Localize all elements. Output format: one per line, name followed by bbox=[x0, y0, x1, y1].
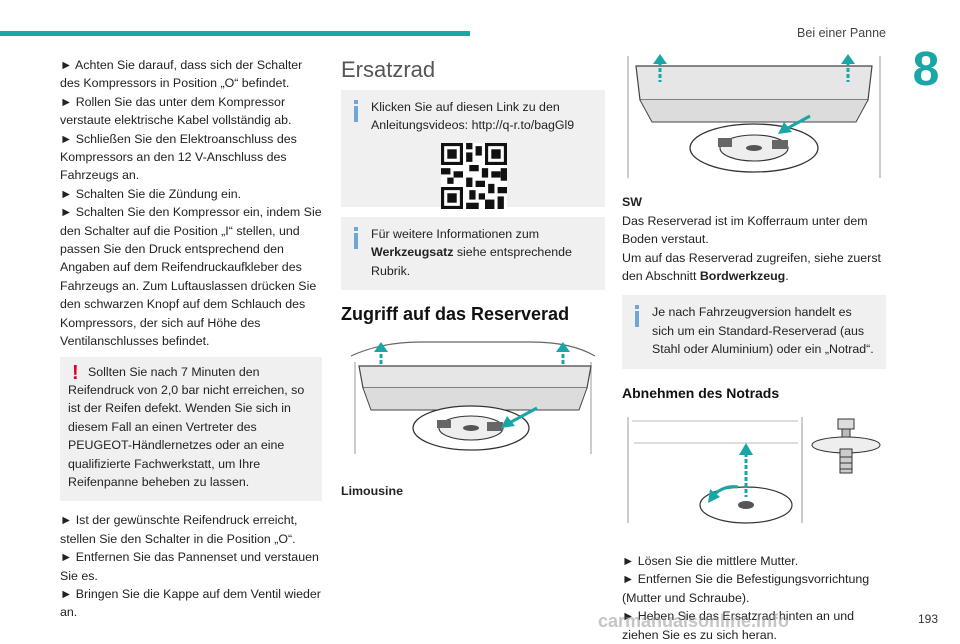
watermark: carmanualsonline.info bbox=[598, 611, 790, 631]
page-number: 193 bbox=[917, 612, 939, 626]
step-item: ► Schalten Sie den Kompressor ein, indem… bbox=[60, 205, 322, 349]
caption-limousine: Limousine bbox=[341, 483, 403, 498]
section-title: Bei einer Panne bbox=[797, 26, 886, 40]
step-item: ► Bringen Sie die Kappe auf dem Ventil w… bbox=[60, 586, 321, 620]
heading-access-spare: Zugriff auf das Reserverad bbox=[341, 304, 570, 325]
step-item: ► Heben Sie das Ersatzrad hinten an und … bbox=[622, 609, 854, 642]
qr-code-icon[interactable] bbox=[441, 142, 507, 209]
info-icon bbox=[354, 227, 358, 249]
sw-text: Um auf das Reserverad zugreifen, siehe z… bbox=[622, 250, 881, 284]
illustration-sw-trunk bbox=[622, 52, 886, 182]
warning-text: Sollten Sie nach 7 Minuten den Reifendru… bbox=[68, 364, 305, 489]
step-item: ► Schließen Sie den Elektroanschluss des… bbox=[60, 131, 297, 183]
illustration-notrad-removal bbox=[622, 412, 886, 529]
heading-ersatzrad: Ersatzrad bbox=[341, 57, 436, 82]
step-item: ► Schalten Sie die Zündung ein. bbox=[60, 186, 242, 201]
sw-text: Das Reserverad ist im Kofferraum unter d… bbox=[622, 213, 868, 247]
chapter-number: 8 bbox=[912, 43, 940, 96]
illustration-limousine-trunk bbox=[341, 336, 605, 461]
info-text: Klicken Sie auf diesen Link zu den Anlei… bbox=[371, 100, 575, 133]
info-icon bbox=[635, 305, 639, 328]
header-accent-bar bbox=[0, 31, 470, 36]
column-sw-notrad: SW Das Reserverad ist im Kofferraum unte… bbox=[622, 52, 886, 644]
step-item: ► Entfernen Sie das Pannenset und versta… bbox=[60, 550, 319, 583]
column-compressor-steps: ► Achten Sie darauf, dass sich der Schal… bbox=[60, 56, 322, 622]
step-item: ► Entfernen Sie die Befestigungsvorricht… bbox=[622, 572, 870, 605]
step-item: ► Ist der gewünschte Reifendruck erreich… bbox=[60, 513, 298, 546]
info-box-wheel-type: Je nach Fahrzeugversion handelt es sich … bbox=[622, 295, 886, 369]
info-box-tools: Für weitere Informationen zum Werkzeugsa… bbox=[341, 217, 605, 291]
warning-box: ! Sollten Sie nach 7 Minuten den Reifend… bbox=[60, 356, 322, 502]
step-item: ► Lösen Sie die mittlere Mutter. bbox=[622, 554, 799, 569]
warning-exclamation-icon: ! bbox=[72, 361, 79, 384]
info-text: Je nach Fahrzeugversion handelt es sich … bbox=[652, 305, 874, 357]
step-item: ► Rollen Sie das unter dem Kompressor ve… bbox=[60, 94, 292, 128]
info-box-video: Klicken Sie auf diesen Link zu den Anlei… bbox=[341, 90, 605, 209]
info-icon bbox=[354, 100, 358, 122]
sw-label: SW bbox=[622, 195, 642, 210]
step-item: ► Achten Sie darauf, dass sich der Schal… bbox=[60, 58, 303, 91]
heading-remove-notrad: Abnehmen des Notrads bbox=[622, 384, 780, 401]
info-text: Für weitere Informationen zum Werkzeugsa… bbox=[371, 227, 572, 278]
column-spare-wheel: Ersatzrad Klicken Sie auf diesen Link zu… bbox=[341, 56, 605, 500]
